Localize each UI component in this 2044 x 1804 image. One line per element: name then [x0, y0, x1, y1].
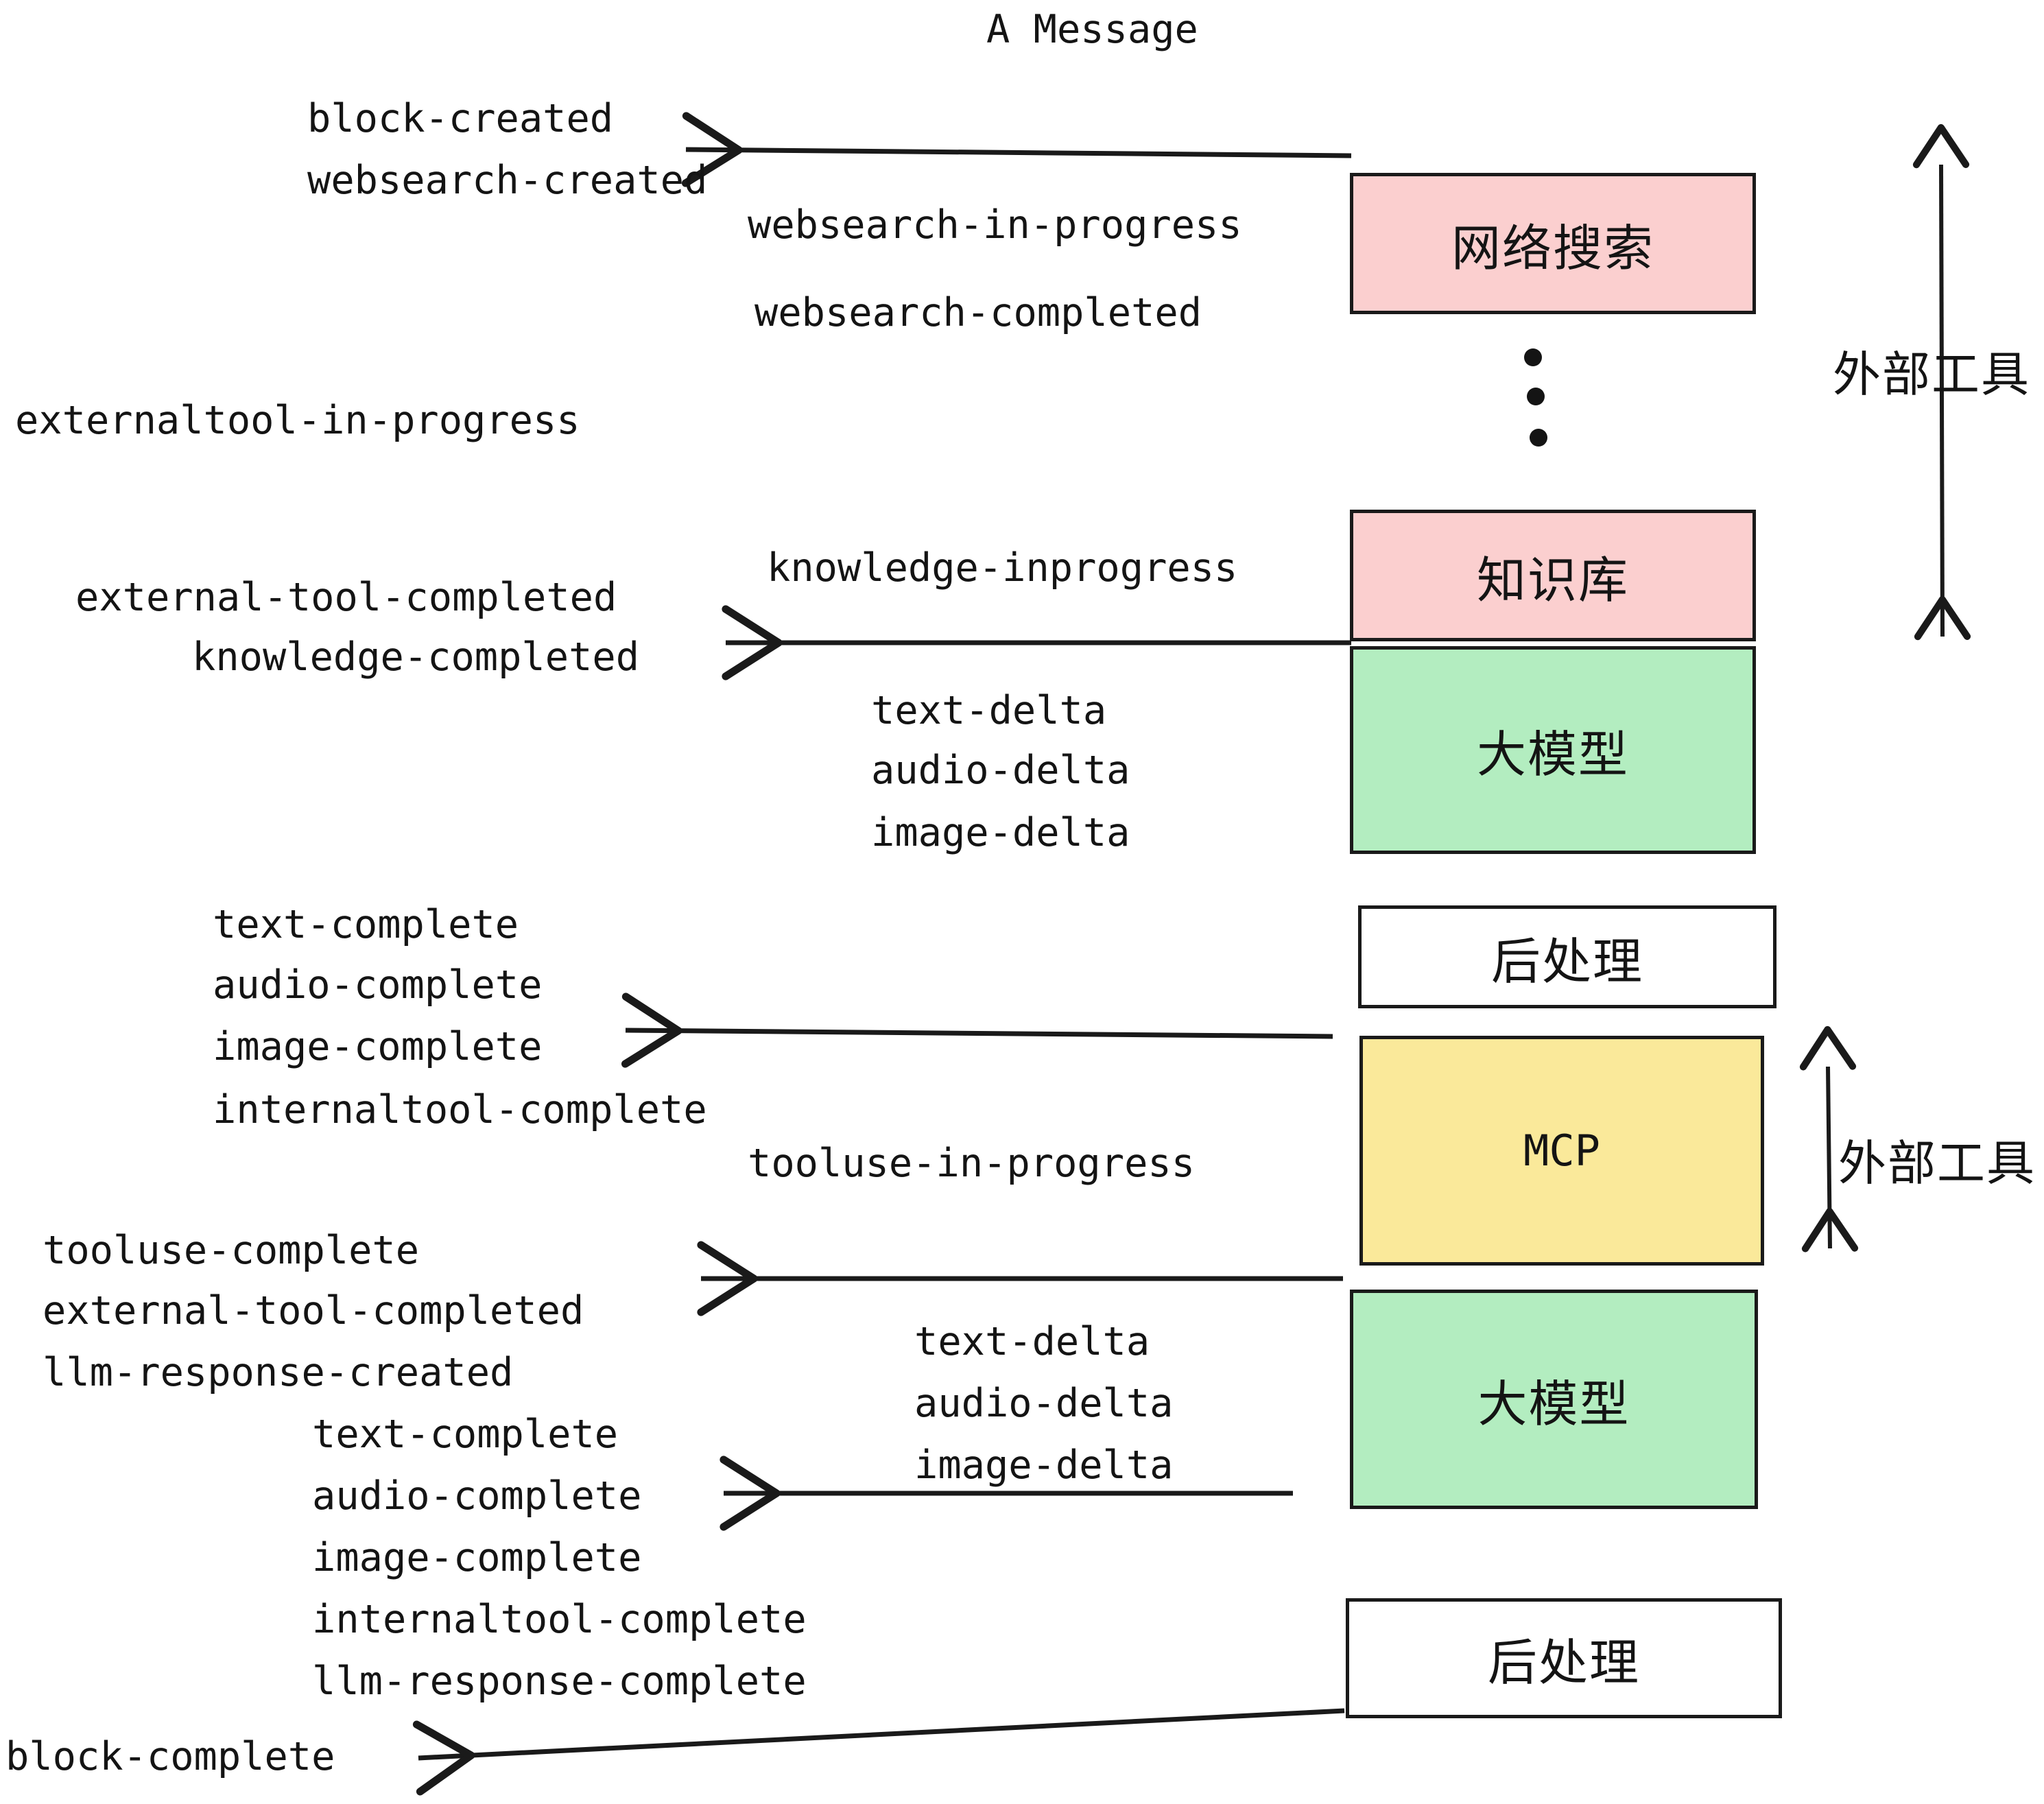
arrow-websearch-created [681, 112, 1352, 187]
event-llm-response-created: llm-response-created [43, 1350, 514, 1395]
event-tooluse-complete: tooluse-complete [43, 1228, 420, 1273]
box-postproc-upper[interactable]: 后处理 [1358, 905, 1776, 1008]
event-audio-complete-1: audio-complete [213, 962, 543, 1008]
event-image-delta-2: image-delta [914, 1443, 1174, 1488]
event-image-complete-1: image-complete [213, 1024, 543, 1069]
event-image-complete-2: image-complete [312, 1535, 642, 1580]
event-text-complete-2: text-complete [312, 1412, 619, 1457]
event-externaltool-in-progress: externaltool-in-progress [15, 398, 580, 443]
arrow-block-complete [412, 1708, 1345, 1796]
label-external-tools-lower: 外部工具 [1838, 1135, 2036, 1191]
event-block-created: block-created [307, 96, 614, 141]
event-image-delta-1: image-delta [871, 810, 1130, 855]
arrow-image-complete [621, 993, 1333, 1068]
event-text-delta-1: text-delta [871, 688, 1107, 733]
event-audio-delta-1: audio-delta [871, 748, 1130, 793]
event-websearch-created: websearch-created [307, 158, 708, 203]
event-llm-response-complete: llm-response-complete [312, 1659, 807, 1704]
box-llm-lower-label: 大模型 [1477, 1375, 1630, 1433]
event-audio-complete-2: audio-complete [312, 1473, 642, 1519]
event-websearch-completed: websearch-completed [754, 290, 1202, 335]
box-llm-lower[interactable]: 大模型 [1350, 1290, 1758, 1509]
event-block-complete: block-complete [5, 1734, 335, 1779]
event-text-delta-2: text-delta [914, 1319, 1150, 1364]
event-websearch-in-progress: websearch-in-progress [748, 202, 1242, 248]
box-websearch-label: 网络搜索 [1451, 219, 1654, 277]
label-external-tools-upper: 外部工具 [1833, 346, 2030, 403]
box-llm-upper[interactable]: 大模型 [1350, 646, 1756, 854]
event-external-tool-completed-2: external-tool-completed [43, 1288, 584, 1333]
event-external-tool-completed-1: external-tool-completed [75, 575, 617, 620]
ellipsis-dot [1524, 348, 1542, 366]
box-mcp-label: MCP [1523, 1126, 1600, 1176]
event-knowledge-inprogress: knowledge-inprogress [767, 545, 1238, 591]
ellipsis-dot [1527, 388, 1545, 405]
ellipsis-dot [1530, 429, 1547, 447]
event-tooluse-in-progress: tooluse-in-progress [748, 1141, 1196, 1186]
box-knowledgebase-label: 知识库 [1476, 551, 1629, 609]
box-llm-upper-label: 大模型 [1476, 726, 1629, 783]
box-mcp[interactable]: MCP [1359, 1036, 1764, 1266]
box-websearch[interactable]: 网络搜索 [1350, 173, 1756, 314]
event-internaltool-complete-1: internaltool-complete [213, 1087, 707, 1132]
event-text-complete-1: text-complete [213, 902, 519, 947]
event-internaltool-complete-2: internaltool-complete [312, 1597, 807, 1642]
page-title: A Message [986, 7, 1198, 52]
box-postproc-upper-label: 后处理 [1490, 932, 1643, 990]
arrow-external-tools-lower [1799, 1025, 1859, 1253]
box-knowledgebase[interactable]: 知识库 [1350, 510, 1756, 641]
box-postproc-lower[interactable]: 后处理 [1346, 1598, 1782, 1718]
box-postproc-lower-label: 后处理 [1487, 1634, 1640, 1692]
event-knowledge-completed: knowledge-completed [192, 634, 640, 680]
event-audio-delta-2: audio-delta [914, 1381, 1174, 1426]
